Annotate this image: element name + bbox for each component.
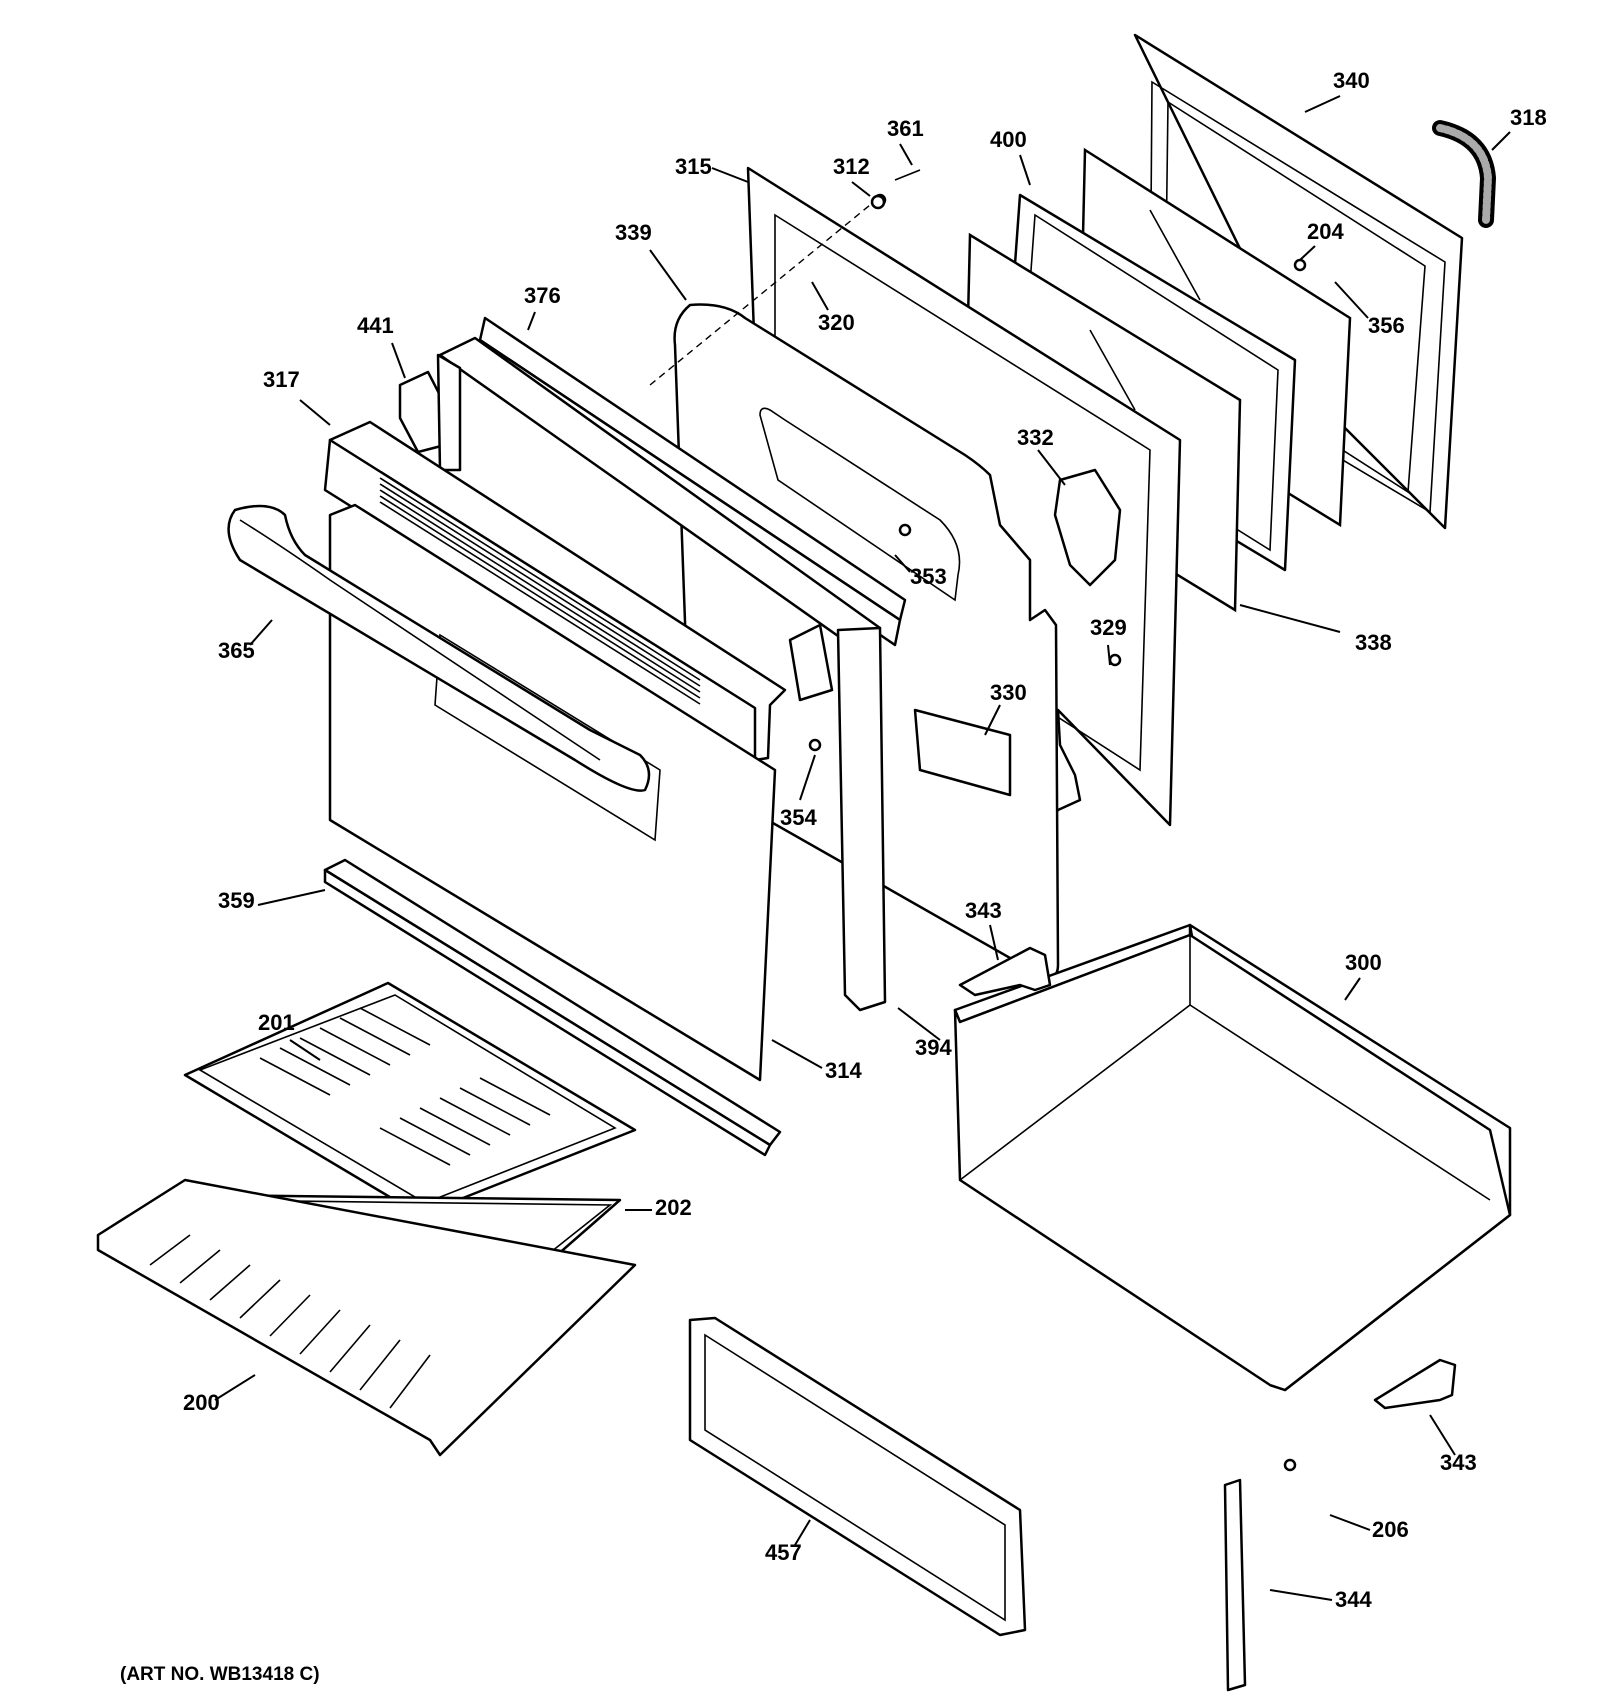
callout-label-441: 441 [357, 313, 394, 338]
callout-label-339: 339 [615, 220, 652, 245]
leader-line-318 [1491, 131, 1511, 151]
leader-line-365 [249, 619, 273, 646]
callout-label-356: 356 [1368, 313, 1405, 338]
leader-line-343 [989, 924, 999, 961]
leader-line-200 [214, 1374, 256, 1401]
leader-line-206 [1329, 1514, 1371, 1531]
leader-line-204 [1299, 245, 1316, 261]
callout-label-206: 206 [1372, 1517, 1409, 1542]
leader-line-330 [984, 704, 1001, 736]
part-332-bracket [1053, 468, 1122, 587]
leader-line-340 [1304, 95, 1341, 113]
callout-label-361: 361 [887, 116, 924, 141]
leader-line-329 [1107, 644, 1111, 666]
callout-label-400: 400 [990, 127, 1027, 152]
callout-label-359: 359 [218, 888, 255, 913]
callout-label-315: 315 [675, 154, 712, 179]
part-457-drawer-panel [688, 1316, 1027, 1637]
callout-label-340: 340 [1333, 68, 1370, 93]
callout-label-312: 312 [833, 154, 870, 179]
callout-label-394: 394 [915, 1035, 952, 1060]
leader-line-344 [1269, 1589, 1333, 1601]
part-200-oven-rack [96, 1178, 637, 1457]
callout-label-457: 457 [765, 1540, 802, 1565]
callout-leaders [214, 95, 1511, 1601]
part-318-gasket [1432, 120, 1497, 228]
leader-line-317 [299, 399, 331, 426]
callout-label-344: 344 [1335, 1587, 1372, 1612]
leader-line-320 [811, 281, 829, 311]
leader-line-332 [1037, 449, 1066, 486]
leader-line-314 [771, 1039, 823, 1069]
callout-label-365: 365 [218, 638, 255, 663]
part-365-door-handle [227, 504, 651, 792]
callout-label-200: 200 [183, 1390, 220, 1415]
part-343-drawer-slide-upper [958, 946, 1052, 997]
leader-line-354 [799, 754, 816, 801]
callout-label-338: 338 [1355, 630, 1392, 655]
callout-label-300: 300 [1345, 950, 1382, 975]
callout-label-320: 320 [818, 310, 855, 335]
leader-line-201 [289, 1039, 321, 1061]
callout-label-204: 204 [1307, 219, 1344, 244]
part-344-rail [1223, 1478, 1247, 1692]
leader-line-359 [257, 889, 326, 906]
callout-labels: 340 318 361 312 400 315 339 204 356 376 320 441 317 3… [183, 68, 1547, 1612]
leader-line-457 [794, 1519, 811, 1546]
part-394-side-trim [436, 336, 887, 1012]
leader-line-300 [1344, 977, 1361, 1001]
leader-line-394 [897, 1007, 941, 1041]
callout-label-332: 332 [1017, 425, 1054, 450]
callout-label-329: 329 [1090, 615, 1127, 640]
callout-label-353: 353 [910, 564, 947, 589]
callout-label-201: 201 [258, 1010, 295, 1035]
part-359-bottom-trim [323, 858, 782, 1157]
leader-line-376 [527, 311, 536, 331]
part-317-vent-panel [323, 420, 787, 762]
leader-line-441 [391, 342, 406, 379]
leader-line-400 [1019, 154, 1031, 186]
callout-label-314: 314 [825, 1058, 862, 1083]
callout-label-318: 318 [1510, 105, 1547, 130]
leader-line-361 [899, 143, 913, 166]
leader-line-343 [1429, 1414, 1456, 1456]
callout-label-343: 343 [965, 898, 1002, 923]
callout-label-317: 317 [263, 367, 300, 392]
leader-line-315 [711, 167, 749, 183]
callout-label-343: 343 [1440, 1450, 1477, 1475]
callout-label-376: 376 [524, 283, 561, 308]
callout-label-354: 354 [780, 805, 817, 830]
leader-line-353 [894, 554, 911, 573]
callout-label-202: 202 [655, 1195, 692, 1220]
leader-line-338 [1239, 604, 1341, 633]
part-343-drawer-slide-lower [1373, 1358, 1457, 1410]
callout-label-330: 330 [990, 680, 1027, 705]
part-hardware [808, 169, 1307, 1472]
part-300-drawer [953, 923, 1512, 1392]
leader-line-339 [649, 249, 687, 301]
art-number-caption: (ART NO. WB13418 C) [120, 1664, 320, 1685]
leader-line-356 [1334, 281, 1369, 319]
leader-line-312 [851, 181, 871, 197]
